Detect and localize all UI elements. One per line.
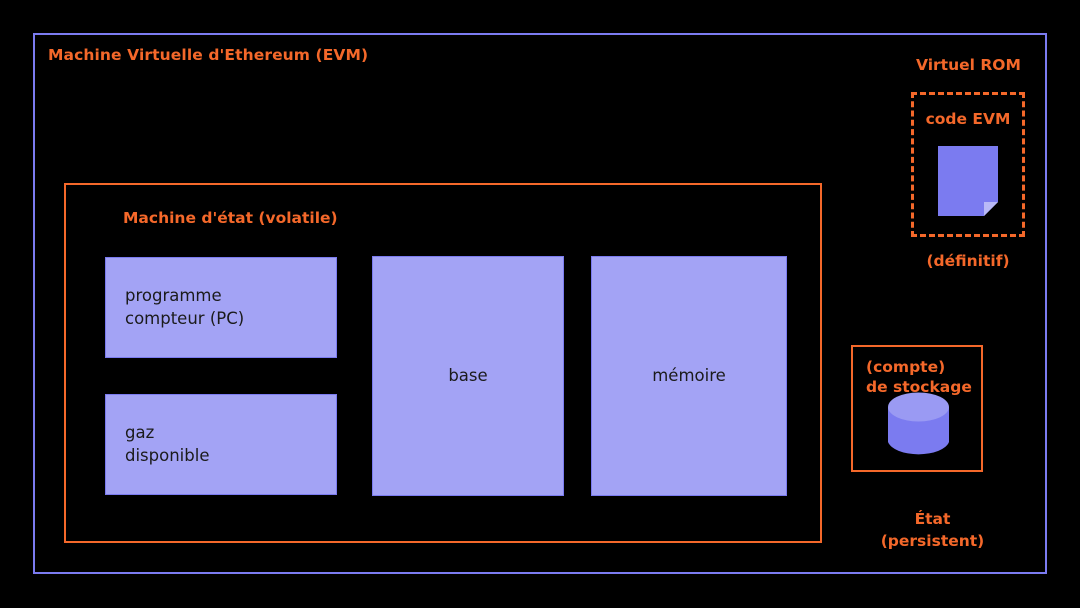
virtual-rom-title: Virtuel ROM bbox=[916, 56, 1021, 74]
block-program-counter-label: programme compteur (PC) bbox=[125, 286, 245, 328]
block-memory-label: mémoire bbox=[652, 365, 726, 385]
document-icon bbox=[938, 146, 998, 216]
virtual-rom-container: code EVM bbox=[911, 92, 1025, 237]
evm-title: Machine Virtuelle d'Ethereum (EVM) bbox=[48, 46, 369, 64]
block-memory: mémoire bbox=[591, 256, 787, 496]
evm-code-label: code EVM bbox=[925, 110, 1011, 128]
block-program-counter: programme compteur (PC) bbox=[105, 257, 337, 358]
virtual-rom-caption: (définitif) bbox=[926, 252, 1010, 270]
account-storage-container: (compte) de stockage bbox=[851, 345, 983, 472]
account-storage-label: (compte) de stockage bbox=[866, 358, 972, 397]
state-machine-title: Machine d'état (volatile) bbox=[123, 209, 338, 227]
state-machine-container bbox=[64, 183, 822, 543]
database-cylinder-icon bbox=[887, 392, 950, 457]
block-stack: base bbox=[372, 256, 564, 496]
block-available-gas: gaz disponible bbox=[105, 394, 337, 495]
block-available-gas-label: gaz disponible bbox=[125, 423, 210, 465]
block-stack-label: base bbox=[448, 365, 488, 385]
persistent-state-caption: État (persistent) bbox=[880, 510, 985, 550]
